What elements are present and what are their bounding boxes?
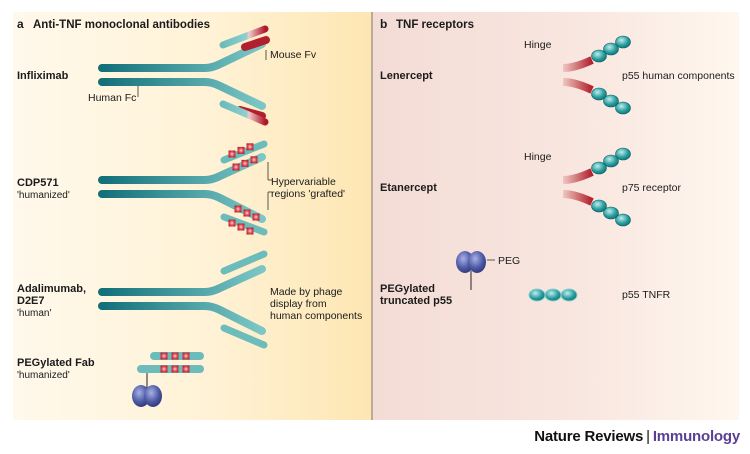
- panel-a-letter: a: [17, 17, 24, 31]
- label-p75: p75 receptor: [622, 182, 681, 194]
- label-phage-2: display from: [270, 298, 327, 310]
- receptor-domain: [615, 101, 631, 115]
- light-chain-lower: [219, 100, 269, 126]
- lenercept-receptor: [458, 35, 631, 115]
- hinge-region: [562, 190, 594, 206]
- label-human-fc: Human Fc: [88, 92, 136, 104]
- receptor-domain: [591, 199, 607, 213]
- label-phage-3: human components: [270, 310, 362, 322]
- label-hinge-etanercept: Hinge: [524, 151, 552, 163]
- drug-name-cdp571: CDP571: [17, 177, 59, 189]
- hinge-region: [562, 56, 594, 72]
- adalimumab-antibody: [98, 250, 268, 349]
- hypervariable-regions: [228, 143, 260, 235]
- cdp571-antibody: [98, 140, 272, 236]
- receptor-domain: [591, 161, 607, 175]
- drug-name-adalimumab: Adalimumab,: [17, 283, 86, 295]
- hypervariable-region: [237, 223, 245, 231]
- hypervariable-region: [234, 205, 242, 213]
- panel-a-title: Anti-TNF monoclonal antibodies: [33, 19, 210, 31]
- hypervariable-region: [252, 213, 260, 221]
- label-peg: PEG: [498, 255, 520, 267]
- receptor-domain: [603, 206, 619, 220]
- drug-name-pegylated: PEGylated: [380, 283, 435, 295]
- hypervariable-region: [228, 150, 236, 158]
- hypervariable-region: [250, 156, 258, 164]
- receptor-domain: [591, 49, 607, 63]
- drug-subtitle-cdp571: 'humanized': [17, 190, 70, 201]
- drug-name-infliximab: Infliximab: [17, 70, 69, 82]
- drug-name-etanercept: Etanercept: [380, 182, 437, 194]
- panel-b-letter: b: [380, 17, 387, 31]
- receptor-domain: [603, 42, 619, 56]
- pegylated-truncated-p55: [456, 251, 590, 302]
- receptor-domain: [615, 213, 631, 227]
- label-regions-grafted: regions 'grafted': [271, 188, 345, 200]
- pegylated-fab: [132, 352, 204, 407]
- label-p55-human: p55 human components: [622, 70, 735, 82]
- drug-subtitle-adalimumab: 'human': [17, 308, 51, 319]
- hypervariable-region: [182, 365, 190, 373]
- hinge-region: [562, 78, 594, 94]
- drug-name-truncated-p55: truncated p55: [380, 295, 452, 307]
- drug-name-d2e7: D2E7: [17, 295, 45, 307]
- hinge-region: [562, 168, 594, 184]
- heavy-chain-upper: [98, 40, 266, 72]
- label-hinge-lenercept: Hinge: [524, 39, 552, 51]
- infliximab-antibody: [98, 25, 270, 126]
- drug-subtitle-pegylated-fab: 'humanized': [17, 370, 70, 381]
- receptor-domain: [615, 35, 631, 49]
- panel-divider: [371, 12, 373, 420]
- light-chain-upper: [219, 25, 269, 49]
- footer-journal: Nature Reviews: [534, 428, 644, 445]
- hypervariable-region: [182, 352, 190, 360]
- receptor-domain: [615, 147, 631, 161]
- drug-name-pegylated-fab: PEGylated Fab: [17, 357, 95, 369]
- mouse-fv-upper: [241, 36, 270, 51]
- label-phage-1: Made by phage: [270, 286, 343, 298]
- drug-name-lenercept: Lenercept: [380, 70, 433, 82]
- hypervariable-region: [246, 227, 254, 235]
- hypervariable-region: [237, 146, 245, 154]
- footer-section: Immunology: [652, 428, 740, 445]
- heavy-chain-lower: [98, 78, 266, 110]
- journal-footer: Nature Reviews|Immunology: [534, 428, 740, 445]
- label-hypervariable: Hypervariable: [271, 176, 336, 188]
- hypervariable-region: [243, 209, 251, 217]
- hypervariable-region: [160, 352, 168, 360]
- panel-b-title: TNF receptors: [396, 19, 474, 31]
- receptor-domain: [603, 94, 619, 108]
- hypervariable-region: [171, 365, 179, 373]
- hypervariable-region: [171, 352, 179, 360]
- hypervariable-region: [241, 159, 249, 167]
- hypervariable-region: [160, 365, 168, 373]
- receptor-domain: [591, 87, 607, 101]
- hypervariable-region: [228, 219, 236, 227]
- footer-separator: |: [646, 428, 650, 445]
- hypervariable-region: [246, 143, 254, 151]
- hypervariable-region: [232, 163, 240, 171]
- receptor-domain: [603, 154, 619, 168]
- etanercept-receptor: [458, 147, 631, 227]
- label-mouse-fv: Mouse Fv: [270, 49, 317, 61]
- label-p55-tnfr: p55 TNFR: [622, 289, 671, 301]
